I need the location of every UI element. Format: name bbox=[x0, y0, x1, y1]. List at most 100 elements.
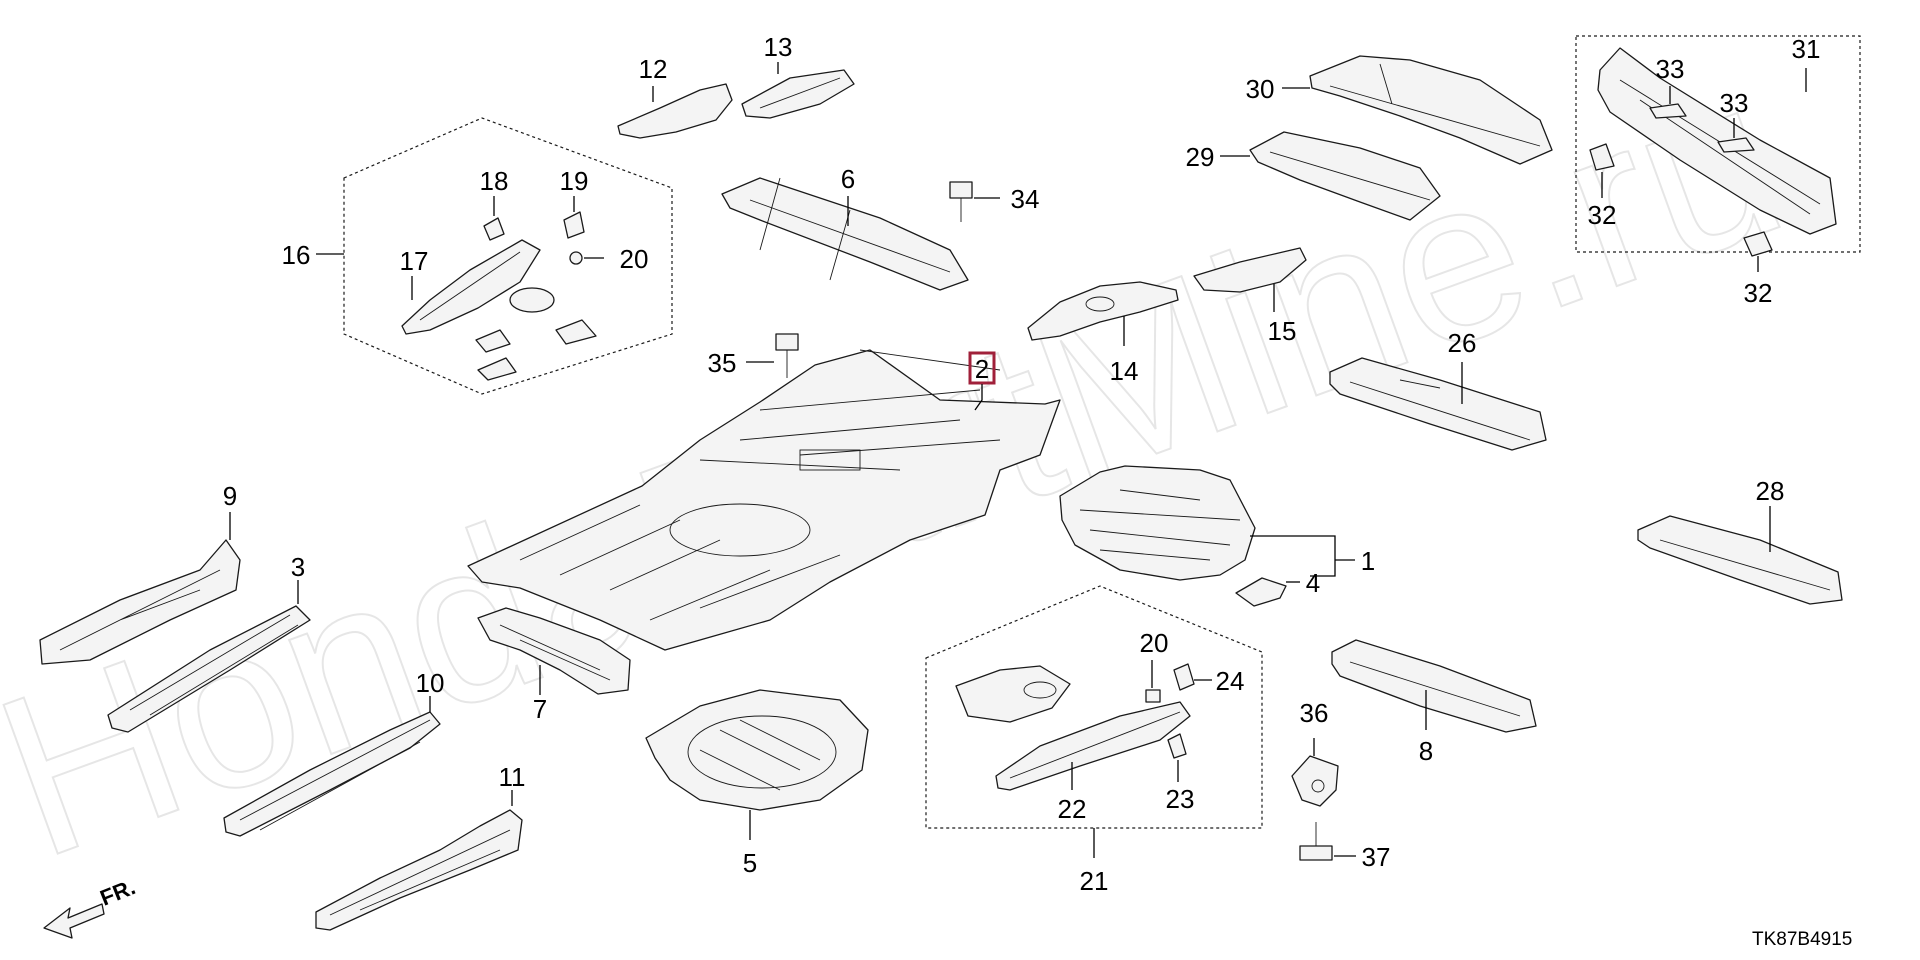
callout-29-label: 29 bbox=[1186, 142, 1215, 172]
part-26[interactable] bbox=[1329, 357, 1547, 451]
callout-15[interactable]: 15 bbox=[1268, 284, 1297, 346]
part-29[interactable] bbox=[1249, 131, 1441, 221]
callout-28[interactable]: 28 bbox=[1756, 476, 1785, 552]
callout-30-label: 30 bbox=[1246, 74, 1275, 104]
callout-6[interactable]: 6 bbox=[841, 164, 855, 226]
callout-3[interactable]: 3 bbox=[291, 552, 305, 604]
callout-9-label: 9 bbox=[223, 481, 237, 511]
callout-22[interactable]: 22 bbox=[1058, 762, 1087, 824]
callout-20-bottom[interactable]: 20 bbox=[1140, 628, 1169, 688]
part-15[interactable] bbox=[1193, 247, 1307, 293]
callout-31[interactable]: 31 bbox=[1792, 34, 1821, 92]
callout-20-top-label: 20 bbox=[620, 244, 649, 274]
part-30[interactable] bbox=[1309, 55, 1553, 165]
callout-17-label: 17 bbox=[400, 246, 429, 276]
callout-15-label: 15 bbox=[1268, 316, 1297, 346]
callout-12-label: 12 bbox=[639, 54, 668, 84]
part-37-bolt[interactable] bbox=[1299, 822, 1333, 861]
callout-33-a[interactable]: 33 bbox=[1656, 54, 1685, 104]
part-34-bolt[interactable] bbox=[949, 181, 973, 222]
callout-34[interactable]: 34 bbox=[974, 184, 1039, 214]
part-6-cross-member[interactable] bbox=[721, 177, 969, 291]
callout-36[interactable]: 36 bbox=[1300, 698, 1329, 756]
part-1-rear-floor[interactable] bbox=[1059, 465, 1256, 581]
callout-16[interactable]: 16 bbox=[282, 240, 344, 270]
part-23[interactable] bbox=[1167, 733, 1187, 759]
callout-19[interactable]: 19 bbox=[560, 166, 589, 212]
group-box-31 bbox=[1575, 35, 1861, 253]
callout-13[interactable]: 13 bbox=[764, 32, 793, 74]
callout-18[interactable]: 18 bbox=[480, 166, 509, 216]
callout-26-label: 26 bbox=[1448, 328, 1477, 358]
callout-10-label: 10 bbox=[416, 668, 445, 698]
callout-35[interactable]: 35 bbox=[708, 348, 774, 378]
callout-12[interactable]: 12 bbox=[639, 54, 668, 102]
callout-6-label: 6 bbox=[841, 164, 855, 194]
callout-1[interactable]: 1 bbox=[1250, 535, 1375, 577]
callout-11[interactable]: 11 bbox=[499, 762, 526, 806]
callout-31-label: 31 bbox=[1792, 34, 1821, 64]
callout-30[interactable]: 30 bbox=[1246, 74, 1310, 104]
callout-16-label: 16 bbox=[282, 240, 311, 270]
part-28[interactable] bbox=[1637, 515, 1843, 605]
callout-32-a[interactable]: 32 bbox=[1588, 172, 1617, 230]
callout-33-b[interactable]: 33 bbox=[1720, 88, 1749, 138]
part-14[interactable] bbox=[1027, 281, 1179, 341]
group-box-16 bbox=[343, 117, 673, 395]
part-8[interactable] bbox=[1331, 639, 1537, 733]
callout-36-label: 36 bbox=[1300, 698, 1329, 728]
callout-18-label: 18 bbox=[480, 166, 509, 196]
part-32-a[interactable] bbox=[1589, 143, 1615, 171]
part-22[interactable] bbox=[995, 701, 1191, 791]
callout-2[interactable]: 2 bbox=[968, 351, 996, 411]
callout-29[interactable]: 29 bbox=[1186, 142, 1250, 172]
part-20-small-b[interactable] bbox=[1145, 689, 1161, 703]
group-box-21 bbox=[925, 585, 1263, 829]
callout-33-a-label: 33 bbox=[1656, 54, 1685, 84]
part-33-a[interactable] bbox=[1649, 103, 1687, 119]
callout-17[interactable]: 17 bbox=[400, 246, 429, 300]
part-24[interactable] bbox=[1173, 663, 1195, 691]
part-2-floor-panel[interactable] bbox=[467, 349, 1061, 651]
callout-14-label: 14 bbox=[1110, 356, 1139, 386]
callout-20-top[interactable]: 20 bbox=[584, 244, 648, 274]
part-10[interactable] bbox=[223, 711, 441, 837]
part-7[interactable] bbox=[477, 607, 631, 695]
callout-3-label: 3 bbox=[291, 552, 305, 582]
part-36[interactable] bbox=[1291, 755, 1339, 807]
callout-32-b-label: 32 bbox=[1744, 278, 1773, 308]
callout-5-label: 5 bbox=[743, 848, 757, 878]
part-18[interactable] bbox=[483, 217, 505, 241]
callout-10[interactable]: 10 bbox=[416, 668, 445, 712]
callout-37[interactable]: 37 bbox=[1334, 842, 1390, 872]
callout-9[interactable]: 9 bbox=[223, 481, 237, 540]
callout-24[interactable]: 24 bbox=[1194, 666, 1244, 696]
part-17[interactable] bbox=[401, 239, 541, 335]
callout-1-label: 1 bbox=[1361, 546, 1375, 576]
part-9[interactable] bbox=[39, 539, 241, 665]
callout-8[interactable]: 8 bbox=[1419, 690, 1433, 766]
callout-7[interactable]: 7 bbox=[533, 665, 547, 724]
callout-26[interactable]: 26 bbox=[1448, 328, 1477, 404]
callout-13-label: 13 bbox=[764, 32, 793, 62]
part-4[interactable] bbox=[1235, 577, 1287, 607]
part-11[interactable] bbox=[315, 809, 523, 931]
part-13[interactable] bbox=[741, 69, 855, 119]
callout-14[interactable]: 14 bbox=[1110, 316, 1139, 386]
part-12[interactable] bbox=[617, 83, 733, 139]
part-19[interactable] bbox=[563, 211, 585, 239]
callout-21[interactable]: 21 bbox=[1080, 828, 1109, 896]
callout-34-label: 34 bbox=[1011, 184, 1040, 214]
callout-4[interactable]: 4 bbox=[1286, 568, 1320, 598]
callout-23[interactable]: 23 bbox=[1166, 760, 1195, 814]
part-5-tire-well[interactable] bbox=[645, 689, 869, 811]
part-20-small[interactable] bbox=[569, 251, 583, 265]
callout-35-label: 35 bbox=[708, 348, 737, 378]
part-35-bolt[interactable] bbox=[775, 333, 799, 378]
callout-5[interactable]: 5 bbox=[743, 810, 757, 878]
part-33-b[interactable] bbox=[1717, 137, 1755, 153]
part-3[interactable] bbox=[107, 605, 311, 733]
callout-32-b[interactable]: 32 bbox=[1744, 256, 1773, 308]
part-32-b[interactable] bbox=[1743, 231, 1773, 257]
